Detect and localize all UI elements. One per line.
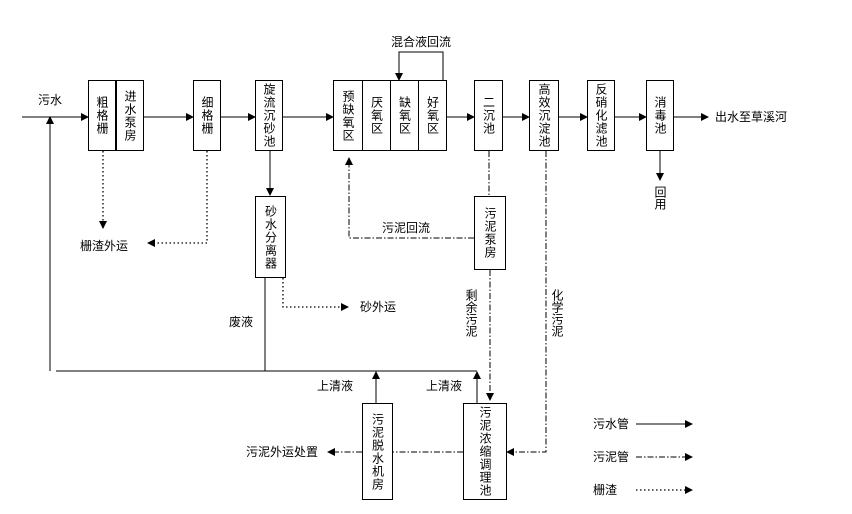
sludge-dewatering-box: 污泥脱水机房 xyxy=(362,403,393,500)
sand-separator-box: 砂水分离器 xyxy=(255,196,286,278)
legend-sewage-label: 污水管 xyxy=(593,417,630,431)
fine-screen-label: 细格栅 xyxy=(200,96,214,135)
legend-screenings-label: 栅渣 xyxy=(593,483,618,497)
sand-out-label: 砂外运 xyxy=(360,300,397,314)
sludge-return-label: 污泥回流 xyxy=(382,221,431,235)
coarse-screen-label: 粗格栅 xyxy=(95,96,109,135)
sludge-return-line xyxy=(345,157,474,239)
grit-chamber-box: 旋流沉砂池 xyxy=(255,80,283,151)
chemical-sludge-line xyxy=(506,151,547,456)
aerobic-box: 好氧区 xyxy=(418,80,447,151)
excess-sludge-label: 剩余污泥 xyxy=(464,289,478,337)
legend-sludge-label: 污泥管 xyxy=(593,450,630,464)
influent-label: 污水 xyxy=(38,93,63,107)
high-efficiency-sedimentation-label: 高效沉淀池 xyxy=(537,83,551,148)
reuse-label: 回用 xyxy=(653,186,667,210)
inlet-pump-box: 进水泵房 xyxy=(116,80,144,151)
grit-chamber-label: 旋流沉砂池 xyxy=(262,83,276,148)
sand-line xyxy=(282,278,349,311)
inlet-pump-label: 进水泵房 xyxy=(123,89,137,142)
supernatant-label-1: 上清液 xyxy=(317,379,354,393)
pipe-mixed-return xyxy=(395,51,444,81)
secondary-clarifier-box: 二沉池 xyxy=(474,80,503,151)
anoxic-label: 缺氧区 xyxy=(397,96,412,135)
effluent-label: 出水至草溪河 xyxy=(715,110,788,124)
mixed-return-label: 混合液回流 xyxy=(391,35,452,49)
high-efficiency-sedimentation-box: 高效沉淀池 xyxy=(529,80,559,151)
sludge-dewatering-label: 污泥脱水机房 xyxy=(370,412,385,491)
aerobic-label: 好氧区 xyxy=(425,96,440,135)
coarse-screen-box: 粗格栅 xyxy=(88,80,116,151)
disinfection-label: 消毒池 xyxy=(653,96,667,135)
fine-screen-box: 细格栅 xyxy=(193,80,221,151)
pre-anoxic-box: 预缺氧区 xyxy=(333,80,363,151)
pre-anoxic-label: 预缺氧区 xyxy=(341,89,355,142)
supernatant-label-2: 上清液 xyxy=(426,379,463,393)
sludge-thickening-label: 污泥浓缩调理池 xyxy=(478,406,492,497)
screenings-line-fine xyxy=(147,151,208,247)
screenings-out-label: 栅渣外运 xyxy=(80,239,129,253)
anoxic-box: 缺氧区 xyxy=(390,80,419,151)
anaerobic-label: 厌氧区 xyxy=(369,96,384,135)
disinfection-box: 消毒池 xyxy=(646,80,674,151)
sludge-pump-label: 污泥泵房 xyxy=(483,207,497,259)
sludge-disposal-label: 污泥外运处置 xyxy=(246,445,319,459)
denitrification-filter-box: 反硝化滤池 xyxy=(587,80,615,151)
secondary-clarifier-label: 二沉池 xyxy=(481,96,496,135)
denitrification-filter-label: 反硝化滤池 xyxy=(594,83,608,148)
waste-liquid-label: 废液 xyxy=(229,315,254,329)
sand-separator-label: 砂水分离器 xyxy=(263,204,278,270)
anaerobic-box: 厌氧区 xyxy=(362,80,391,151)
sludge-thickening-box: 污泥浓缩调理池 xyxy=(463,403,507,500)
chemical-sludge-label: 化学污泥 xyxy=(550,289,564,337)
sludge-pump-box: 污泥泵房 xyxy=(474,196,506,270)
